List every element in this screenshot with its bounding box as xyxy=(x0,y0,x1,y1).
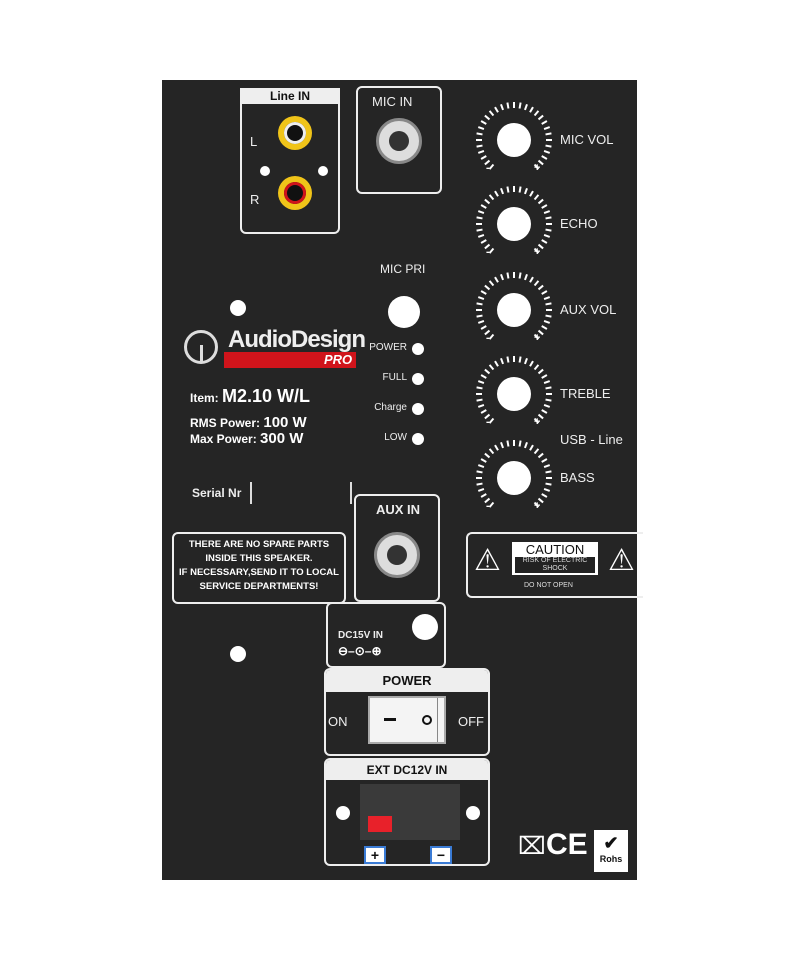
ce-mark-icon: CE xyxy=(546,828,588,861)
knob-label: BASS xyxy=(560,470,595,485)
audiodesign-logo: AudioDesign PRO xyxy=(184,326,366,372)
screw-dot xyxy=(318,166,328,176)
serial-field xyxy=(250,482,352,504)
rms-line: RMS Power: 100 W xyxy=(190,414,307,431)
weee-icon: ⌧ xyxy=(518,833,546,860)
mount-hole xyxy=(230,300,246,316)
mic-in-title: MIC IN xyxy=(372,94,413,109)
aux-in-jack[interactable] xyxy=(374,532,420,578)
led-indicator xyxy=(412,433,424,445)
knob-aux-vol[interactable]: -+ xyxy=(474,270,554,350)
left-label: L xyxy=(250,134,258,149)
knob-cap[interactable] xyxy=(497,461,531,495)
item-line: Item: M2.10 W/L xyxy=(190,386,311,406)
speaker-terminal[interactable] xyxy=(360,784,460,840)
knob-cap[interactable] xyxy=(497,293,531,327)
polarity-icon: ⊖–⊙–⊕ xyxy=(338,644,382,658)
mount-hole xyxy=(230,646,246,662)
line-in-box: Line IN L R xyxy=(240,88,340,234)
power-box: POWER ON OFF xyxy=(324,668,490,756)
lightning-warning-icon: ⚠ xyxy=(474,544,501,577)
mic-in-box: MIC IN xyxy=(356,86,442,194)
screw-dot xyxy=(260,166,270,176)
speaker-back-panel: Line IN L R MIC IN -+ MIC VOL -+ ECHO -+ AUX … xyxy=(162,80,643,880)
line-in-title: Line IN xyxy=(242,88,338,104)
dc15v-box: DC15V IN ⊖–⊙–⊕ xyxy=(326,602,446,668)
knob-cap[interactable] xyxy=(497,207,531,241)
knob-cap[interactable] xyxy=(497,123,531,157)
knob-label: ECHO xyxy=(560,216,598,231)
mic-in-jack[interactable] xyxy=(376,118,422,164)
rohs-icon: ✔Rohs xyxy=(594,830,628,872)
mic-pri-label: MIC PRI xyxy=(380,262,426,276)
led-label: FULL xyxy=(382,372,407,383)
dc15v-jack[interactable] xyxy=(412,614,438,640)
knob-label: MIC VOL xyxy=(560,132,614,147)
screw-dot xyxy=(336,806,350,820)
knob-echo[interactable]: -+ xyxy=(474,184,554,264)
power-rocker-switch[interactable] xyxy=(368,696,446,744)
led-indicator xyxy=(412,343,424,355)
led-label: Charge xyxy=(374,402,407,413)
mic-priority-button[interactable] xyxy=(388,296,420,328)
knob-treble[interactable]: -+ xyxy=(474,354,554,434)
knob-mic-vol[interactable]: -+ xyxy=(474,100,554,180)
rca-left-jack[interactable] xyxy=(278,116,312,150)
rca-right-jack[interactable] xyxy=(278,176,312,210)
ext-dc12v-box: EXT DC12V IN + − xyxy=(324,758,490,866)
aux-in-box: AUX IN xyxy=(354,494,440,602)
knob-bass[interactable]: -+ xyxy=(474,438,554,518)
led-label: POWER xyxy=(369,342,407,353)
max-line: Max Power: 300 W xyxy=(190,430,304,447)
logo-emblem-icon xyxy=(184,330,218,364)
usb-line-label: USB - Line xyxy=(560,432,623,447)
led-label: LOW xyxy=(384,432,407,443)
led-indicator xyxy=(412,403,424,415)
screw-dot xyxy=(466,806,480,820)
right-label: R xyxy=(250,192,260,207)
serial-label: Serial Nr xyxy=(192,486,242,500)
knob-label: AUX VOL xyxy=(560,302,617,317)
led-indicator xyxy=(412,373,424,385)
brand-name: AudioDesign xyxy=(228,326,366,353)
brand-sub: PRO xyxy=(324,352,353,367)
knob-label: TREBLE xyxy=(560,386,611,401)
exclamation-warning-icon: ⚠ xyxy=(608,544,635,577)
knob-cap[interactable] xyxy=(497,377,531,411)
aux-in-title: AUX IN xyxy=(376,502,421,517)
